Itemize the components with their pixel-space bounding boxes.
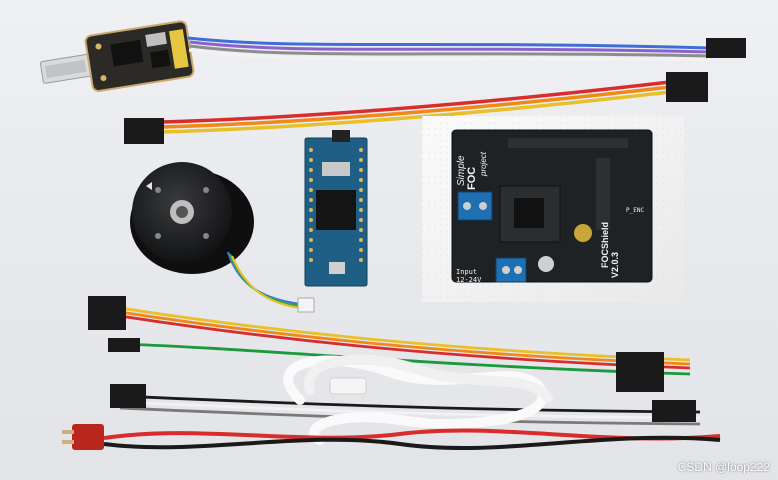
shield-enc-label: P_ENC	[626, 207, 644, 214]
usb-ribbon-cable	[187, 36, 711, 62]
stm32-board	[304, 130, 368, 287]
shield-brand-line3: project	[479, 151, 488, 177]
usb-c-cable	[283, 354, 553, 445]
csdn-watermark: CSDN @loop222	[677, 460, 770, 474]
rgb-jumper-cable	[161, 80, 671, 134]
gimbal-motor	[130, 162, 254, 274]
shield-voltage-label: 12-24V	[456, 276, 482, 284]
shield-brand-line2: FOC	[466, 167, 478, 190]
shield-model: FOCShield	[600, 222, 610, 268]
power-cable	[103, 428, 721, 451]
jumper-connector-left	[124, 118, 164, 144]
bundle-connector-right	[616, 352, 664, 392]
bundle-connector-left	[88, 296, 126, 330]
t-connector	[62, 424, 104, 450]
shield-input-label: Input	[456, 268, 477, 276]
shield-brand-line1: Simple	[456, 155, 467, 186]
jumper-connector-right	[666, 72, 708, 102]
usb-ttl-adapter	[39, 20, 195, 92]
ribbon-connector	[706, 38, 746, 58]
motor-cable	[226, 251, 301, 310]
shield-version: V2.0.3	[610, 252, 620, 278]
simplefoc-shield: Simple FOC project FOCShield V2.0.3 Inpu…	[451, 129, 653, 284]
usb-c-plug	[329, 377, 367, 395]
